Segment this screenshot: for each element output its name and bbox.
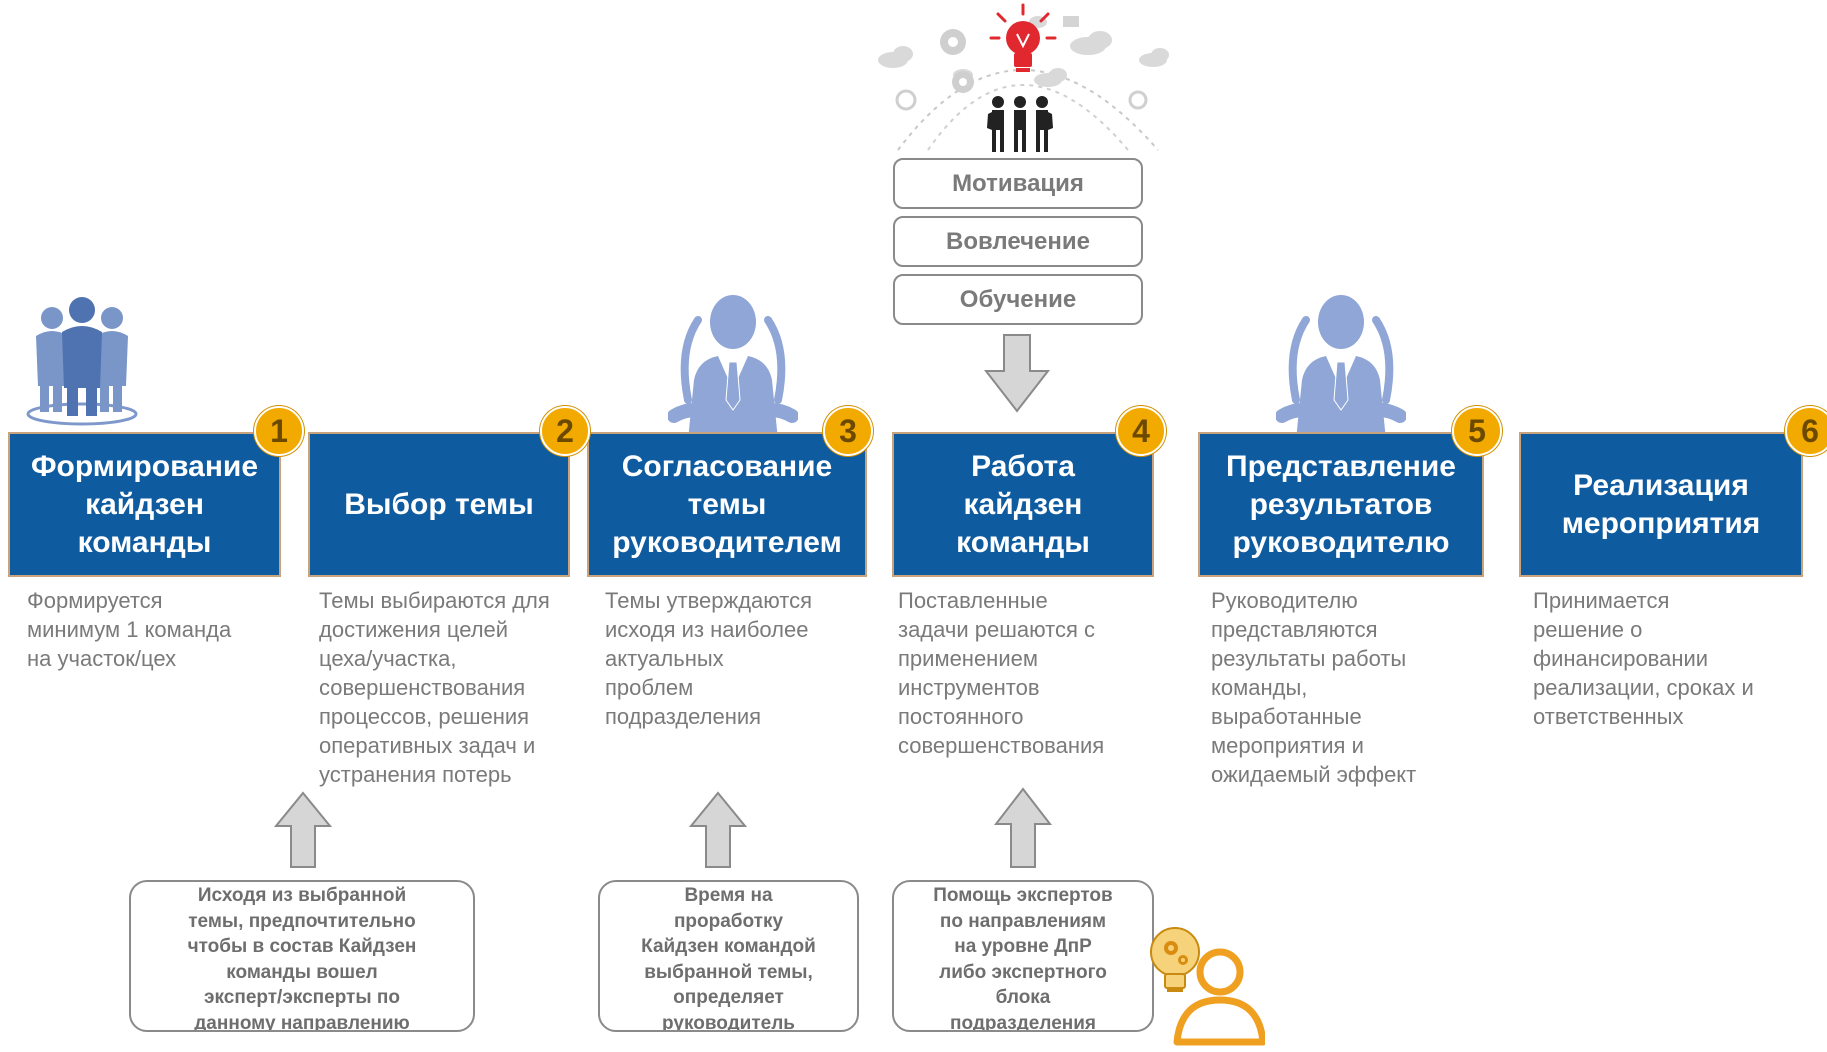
desc-line: оперативных задач и [319, 733, 536, 758]
arrow-up-icon [688, 791, 748, 868]
desc-line: минимум 1 команда [27, 617, 232, 642]
desc-line: применением [898, 646, 1038, 671]
note-line: руководитель [662, 1012, 795, 1032]
step-3-title-line: руководителем [612, 525, 842, 559]
note-line: Исходя из выбранной [197, 885, 407, 906]
step-1-title-line: кайдзен [85, 487, 204, 521]
desc-line: процессов, решения [319, 704, 530, 729]
desc-line: реализации, сроках и [1533, 675, 1754, 700]
desc-line: подразделения [605, 704, 762, 729]
step-4-title-line: кайдзен [963, 487, 1083, 521]
step-4-box: Работа кайдзен команды [892, 432, 1154, 577]
note-line: выбранной темы, [644, 961, 813, 983]
pillar-engagement: Вовлечение [893, 216, 1143, 267]
desc-line: постоянного [898, 704, 1024, 729]
step-2-title-line: Выбор темы [344, 487, 534, 521]
step-2-box: Выбор темы [308, 432, 570, 577]
desc-line: представляются [1211, 617, 1378, 642]
desc-line: инструментов [898, 675, 1040, 700]
note-expert-in-team: Исходя из выбранной темы, предпочтительно… [129, 880, 475, 1032]
desc-line: совершенствования [319, 675, 526, 700]
note-line: по направлениям [939, 910, 1107, 932]
desc-line: актуальных [605, 646, 724, 671]
note-line: Время на [684, 885, 773, 906]
desc-line: выработанные [1211, 704, 1362, 729]
note-line: темы, предпочтительно [188, 910, 416, 932]
step-2-number-badge: 2 [540, 406, 590, 456]
step-5-number-badge: 5 [1452, 406, 1502, 456]
desc-line: устранения потерь [319, 762, 512, 787]
desc-line: финансировании [1533, 646, 1709, 671]
desc-line: ожидаемый эффект [1211, 762, 1417, 787]
step-3-box: Согласование темы руководителем [587, 432, 867, 577]
step-6-description: Принимается решение о финансировании реализ… [1533, 586, 1803, 731]
step-5-title-line: Представление [1226, 449, 1456, 483]
step-5-box: Представление результатов руководителю [1198, 432, 1484, 577]
desc-line: Формируется [27, 588, 163, 613]
note-line: на уровне ДпР [954, 936, 1092, 957]
step-3-description: Темы утверждаются исходя из наиболее актуа… [605, 586, 865, 731]
arrow-up-icon [273, 791, 333, 868]
team-icon [26, 297, 138, 426]
step-6-title-line: Реализация [1573, 468, 1749, 502]
step-5-description: Руководителю представляются результаты раб… [1211, 586, 1471, 789]
desc-line: исходя из наиболее [605, 617, 809, 642]
expert-icon [1150, 927, 1265, 1046]
note-line: эксперт/эксперты по [204, 987, 400, 1008]
note-line: данному направлению [194, 1012, 410, 1032]
desc-line: Поставленные [898, 588, 1048, 613]
step-4-number-badge: 4 [1116, 406, 1166, 456]
desc-line: совершенствования [898, 733, 1105, 758]
desc-line: мероприятия и [1211, 733, 1364, 758]
step-4-description: Поставленные задачи решаются с применением… [898, 586, 1158, 760]
step-6-title-line: мероприятия [1561, 506, 1761, 540]
desc-line: задачи решаются с [898, 617, 1096, 642]
step-4-title-line: команды [956, 525, 1090, 559]
desc-line: проблем [605, 675, 694, 700]
desc-line: на участок/цех [27, 646, 177, 671]
arrow-up-icon [993, 787, 1053, 868]
pillar-motivation: Мотивация [893, 158, 1143, 209]
desc-line: Темы выбираются для [319, 588, 550, 613]
step-1-title-line: Формирование [30, 449, 259, 483]
step-1-number-badge: 1 [254, 406, 304, 456]
step-6-number-badge: 6 [1785, 406, 1827, 456]
note-line: команды вошел [226, 961, 378, 983]
desc-line: команды, [1211, 675, 1308, 700]
desc-line: Принимается [1533, 588, 1670, 613]
note-line: Кайдзен командой [641, 936, 816, 957]
step-6-box: Реализация мероприятия [1519, 432, 1803, 577]
desc-line: Темы утверждаются [605, 588, 813, 613]
note-line: определяет [673, 987, 784, 1008]
step-1-box: Формирование кайдзен команды [8, 432, 281, 577]
desc-line: ответственных [1533, 704, 1684, 729]
step-1-title-line: команды [77, 525, 212, 559]
step-5-title-line: руководителю [1232, 525, 1450, 559]
note-expert-help: Помощь экспертов по направлениям на уровне… [892, 880, 1154, 1032]
note-line: Помощь экспертов [933, 885, 1113, 906]
desc-line: решение о [1533, 617, 1643, 642]
step-3-title-line: Согласование [621, 449, 833, 483]
note-line: подразделения [950, 1012, 1096, 1032]
manager-icon [1276, 295, 1406, 440]
note-line: блока [995, 987, 1051, 1008]
desc-line: достижения целей [319, 617, 509, 642]
step-2-description: Темы выбираются для достижения целей цеха/… [319, 586, 579, 789]
arrow-down-icon [983, 334, 1051, 413]
note-line: чтобы в состав Кайдзен [187, 936, 417, 957]
note-line: либо экспертного [939, 961, 1107, 983]
step-1-description: Формируется минимум 1 команда на участок/ц… [27, 586, 277, 673]
note-line: проработку [673, 910, 784, 932]
desc-line: цеха/участка, [319, 646, 457, 671]
step-3-number-badge: 3 [823, 406, 873, 456]
desc-line: результаты работы [1211, 646, 1407, 671]
ideas-lightbulb-icon [878, 3, 1169, 152]
manager-icon [668, 295, 798, 440]
step-5-title-line: результатов [1249, 487, 1433, 521]
step-3-title-line: темы [687, 487, 767, 521]
pillar-training: Обучение [893, 274, 1143, 325]
desc-line: Руководителю [1211, 588, 1358, 613]
step-4-title-line: Работа [971, 449, 1075, 483]
